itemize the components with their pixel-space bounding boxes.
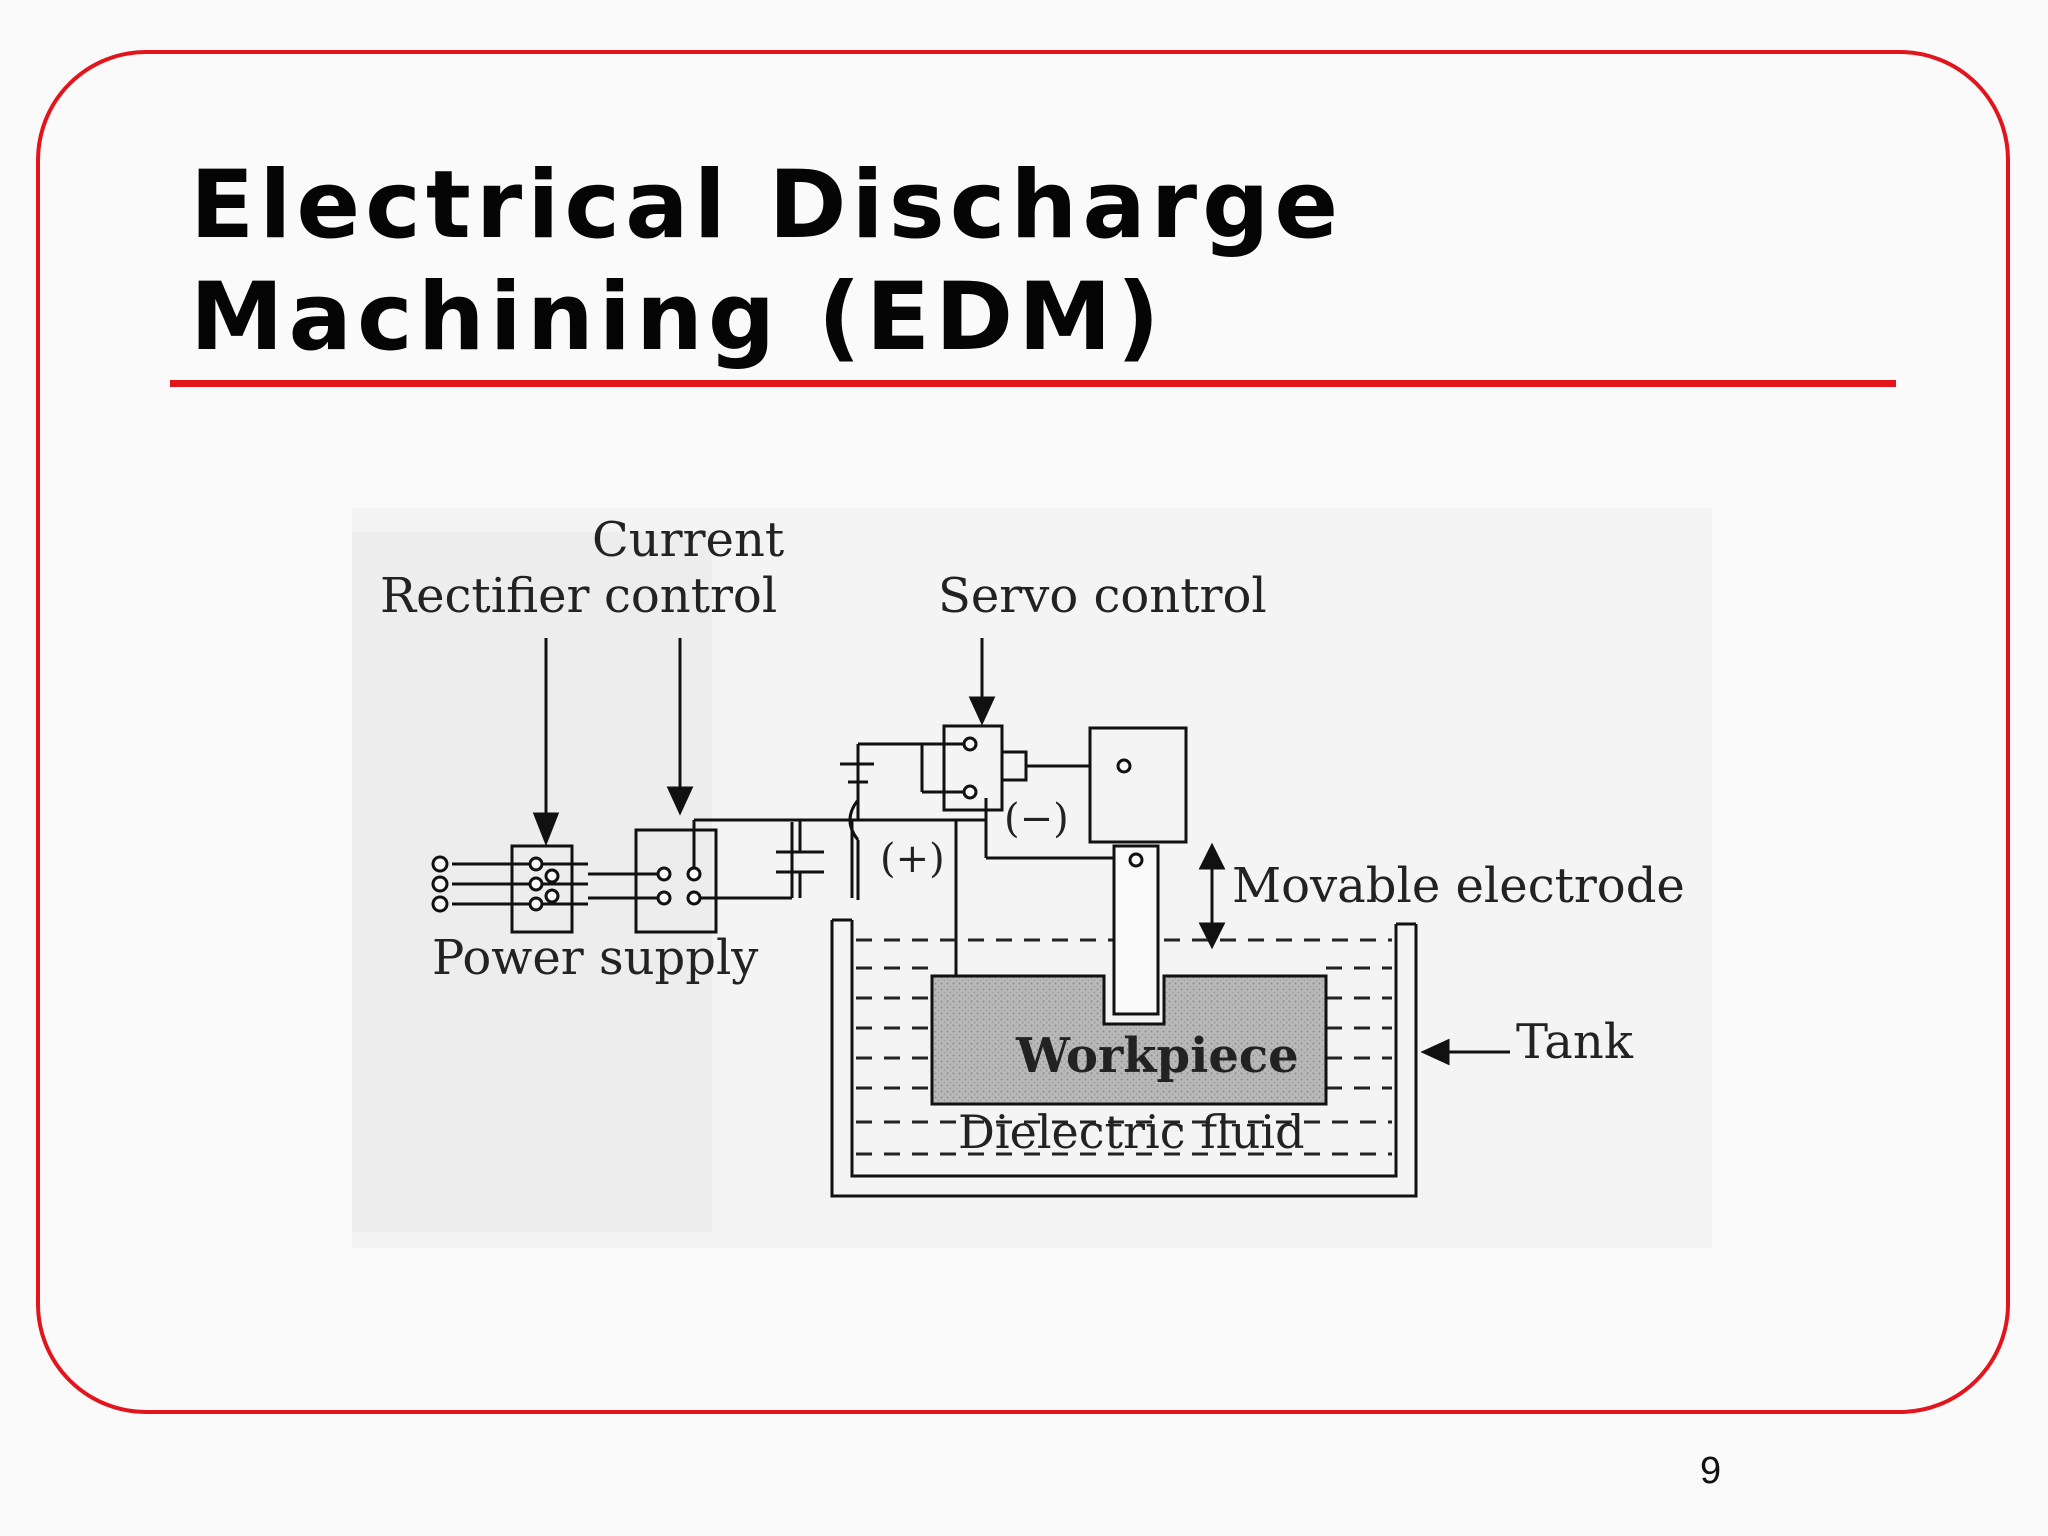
edm-diagram: Rectifier Current control Servo control … <box>352 508 1712 1248</box>
label-minus: (−) <box>1004 796 1069 842</box>
label-dielectric-fluid: Dielectric fluid <box>958 1105 1305 1159</box>
slide-title-line-2: Machining (EDM) <box>190 263 1165 372</box>
label-workpiece: Workpiece <box>1015 1028 1299 1084</box>
label-arrows <box>532 638 1510 1066</box>
servo-block <box>920 724 1188 844</box>
dielectric-fluid-lines <box>856 938 1392 1156</box>
tank <box>830 918 1418 1198</box>
label-power-supply: Power supply <box>432 930 758 986</box>
slide-title: Electrical Discharge Machining (EDM) <box>190 150 1343 374</box>
workpiece <box>930 974 1328 1106</box>
label-servo-control: Servo control <box>938 568 1267 624</box>
rectifier-block <box>431 844 588 934</box>
slide-title-line-1: Electrical Discharge <box>190 151 1344 260</box>
page-number: 9 <box>1700 1450 1722 1492</box>
label-movable-electrode: Movable electrode <box>1232 858 1685 914</box>
movable-electrode <box>1112 844 1160 1016</box>
title-underline <box>170 380 1896 387</box>
label-current-line-2: control <box>604 568 777 624</box>
label-plus: (+) <box>880 836 945 882</box>
label-tank: Tank <box>1516 1014 1634 1070</box>
label-current-line-1: Current <box>592 512 784 568</box>
label-rectifier: Rectifier <box>380 568 589 624</box>
